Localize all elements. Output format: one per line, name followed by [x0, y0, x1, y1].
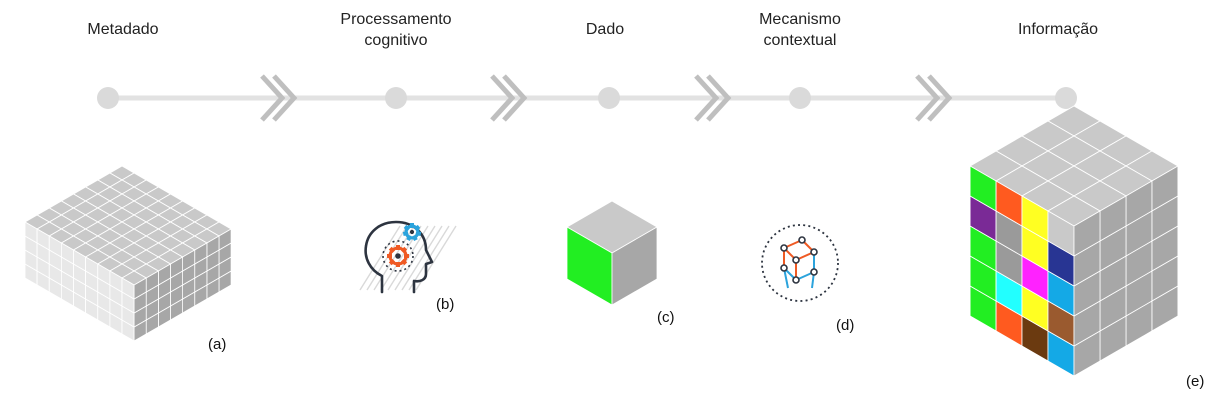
information-colored-cube-icon	[969, 105, 1179, 377]
figure-tag-d: (d)	[836, 317, 855, 334]
chevron-stroke	[915, 74, 941, 122]
chevron-stroke	[260, 74, 286, 122]
stage-label-dado: Dado	[560, 19, 650, 40]
cube	[1047, 195, 1101, 257]
stage-label-line: Informação	[1017, 21, 1099, 38]
timeline-node	[789, 87, 811, 109]
timeline-node	[97, 87, 119, 109]
figure-tag-b: (b)	[436, 296, 455, 313]
cube-right-face	[611, 226, 658, 306]
network-node	[810, 268, 818, 276]
stage-label-informacao: Informação	[995, 19, 1121, 40]
network-node	[810, 248, 818, 256]
cube	[566, 200, 658, 306]
chevron-stroke	[502, 74, 528, 122]
chevron-stroke	[694, 74, 720, 122]
stage-label-line: contextual	[763, 32, 837, 49]
network-node	[780, 264, 788, 272]
dotted-ring	[382, 240, 414, 272]
stage-label-line: cognitivo	[364, 32, 428, 49]
chevron-icon	[490, 74, 528, 122]
head-gears-icon	[359, 220, 457, 294]
stage-label-line: Mecanismo	[759, 11, 841, 28]
stage-label-line: Dado	[585, 21, 625, 38]
timeline-node	[1055, 87, 1077, 109]
head-outline	[364, 220, 434, 294]
timeline-node	[385, 87, 407, 109]
network-node	[792, 256, 800, 264]
cube-right-face	[133, 277, 147, 300]
hatch-line	[359, 225, 401, 291]
network-node	[780, 244, 788, 252]
figure-tag-c: (c)	[657, 309, 675, 326]
chevron-stroke	[927, 74, 953, 122]
single-data-cube-icon	[566, 200, 658, 306]
gear-ring	[388, 246, 408, 266]
timeline	[97, 74, 1077, 122]
gear-ring	[404, 224, 420, 240]
timeline-node	[598, 87, 620, 109]
stage-label-metadado: Metadado	[60, 19, 186, 40]
stage-label-line: Processamento	[340, 11, 452, 28]
stage-label-line: Metadado	[87, 21, 159, 38]
network-node	[792, 276, 800, 284]
chevron-stroke	[490, 74, 516, 122]
metadata-cube-grid-icon	[24, 165, 232, 342]
dotted-ring	[761, 224, 839, 302]
figure-tag-a: (a)	[208, 336, 227, 353]
cube	[121, 270, 147, 300]
blue-gear-icon	[402, 223, 422, 241]
contextual-cube-network-icon	[761, 224, 839, 302]
chevron-stroke	[706, 74, 732, 122]
gear-hub	[409, 229, 415, 235]
network-node	[798, 236, 806, 244]
chevron-icon	[260, 74, 298, 122]
hatch-line	[394, 225, 436, 291]
hatch-line	[401, 225, 443, 291]
stage-label-processamento: Processamento cognitivo	[320, 9, 472, 51]
stage-label-mecanismo: Mecanismo contextual	[730, 9, 870, 51]
gear-hub	[395, 253, 401, 259]
chevron-stroke	[272, 74, 298, 122]
chevron-icon	[694, 74, 732, 122]
cube-right-face	[1073, 210, 1101, 257]
chevron-icon	[915, 74, 953, 122]
orange-gear-icon	[387, 245, 409, 267]
figure-tag-e: (e)	[1186, 373, 1205, 390]
